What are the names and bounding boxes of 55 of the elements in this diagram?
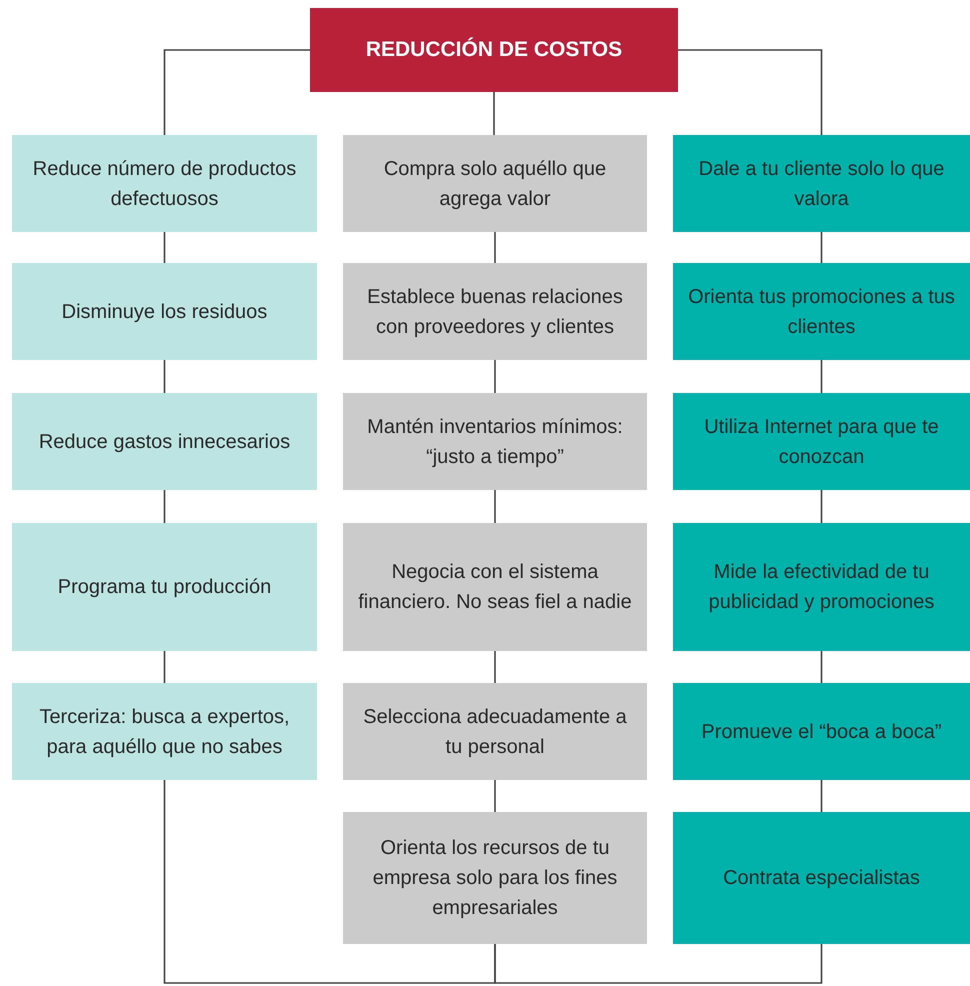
process-box: [12, 683, 317, 780]
box-text: Mide la efectividad de tu publicidad y promociones: [708, 560, 936, 615]
box-text: Contrata especialistas: [723, 866, 920, 891]
connector-line: [820, 651, 822, 683]
connector-line: [820, 490, 822, 523]
box-text: Negocia con el sistema financiero. No seas fiel a nadie: [357, 560, 633, 615]
process-box: [673, 812, 970, 944]
box-text: Selecciona adecuadamente a tu personal: [362, 704, 628, 760]
connector-line: [820, 780, 822, 812]
process-box: [343, 812, 647, 944]
process-box: [12, 393, 317, 490]
box-text: Orienta tus promociones a tus clientes: [687, 284, 956, 340]
process-box: [343, 683, 647, 780]
process-box: [343, 393, 647, 490]
box-text: Disminuye los residuos: [62, 300, 268, 324]
title-text: REDUCCIÓN DE COSTOS: [366, 36, 622, 64]
connector-line: [820, 232, 822, 263]
process-box: [343, 263, 647, 360]
box-text: Dale a tu cliente solo lo que valora: [698, 156, 946, 212]
connector-line: [494, 360, 496, 393]
connector-line: [494, 651, 496, 683]
connector-line: [820, 360, 822, 393]
process-box: [343, 135, 647, 232]
connector-line: [494, 944, 822, 984]
box-text: Promueve el “boca a boca”: [701, 720, 942, 744]
connector-line: [164, 490, 166, 523]
box-text: Orienta los recursos de tu empresa solo para los fines empresariales: [372, 836, 618, 921]
connector-line: [493, 92, 495, 135]
connector-line: [164, 49, 310, 135]
box-text: Establece buenas relaciones con proveedores y clientes: [366, 284, 624, 340]
connector-line: [164, 360, 166, 393]
connector-line: [494, 490, 496, 523]
process-box: [673, 393, 970, 490]
process-box: [673, 683, 970, 780]
connector-line: [164, 232, 166, 263]
connector-line: [164, 651, 166, 683]
box-text: Reduce número de productos defectuosos: [32, 156, 298, 212]
box-text: Terceriza: busca a expertos, para aquéllo que no sabes: [38, 704, 291, 760]
box-text: Mantén inventarios mínimos: “justo a tiempo”: [366, 414, 624, 470]
connector-line: [494, 232, 496, 263]
box-text: Programa tu producción: [58, 575, 272, 600]
title-box: [310, 8, 678, 92]
process-box: [12, 135, 317, 232]
process-box: [673, 263, 970, 360]
connector-line: [494, 780, 496, 812]
process-box: [12, 523, 317, 651]
connector-line: [164, 780, 496, 984]
process-box: [12, 263, 317, 360]
connector-line: [678, 49, 822, 135]
process-box: [343, 523, 647, 651]
box-text: Utiliza Internet para que te conozcan: [703, 414, 940, 470]
box-text: Reduce gastos innecesarios: [38, 430, 290, 454]
process-box: [673, 523, 970, 651]
process-box: [673, 135, 970, 232]
box-text: Compra solo aquéllo que agrega valor: [382, 156, 608, 212]
